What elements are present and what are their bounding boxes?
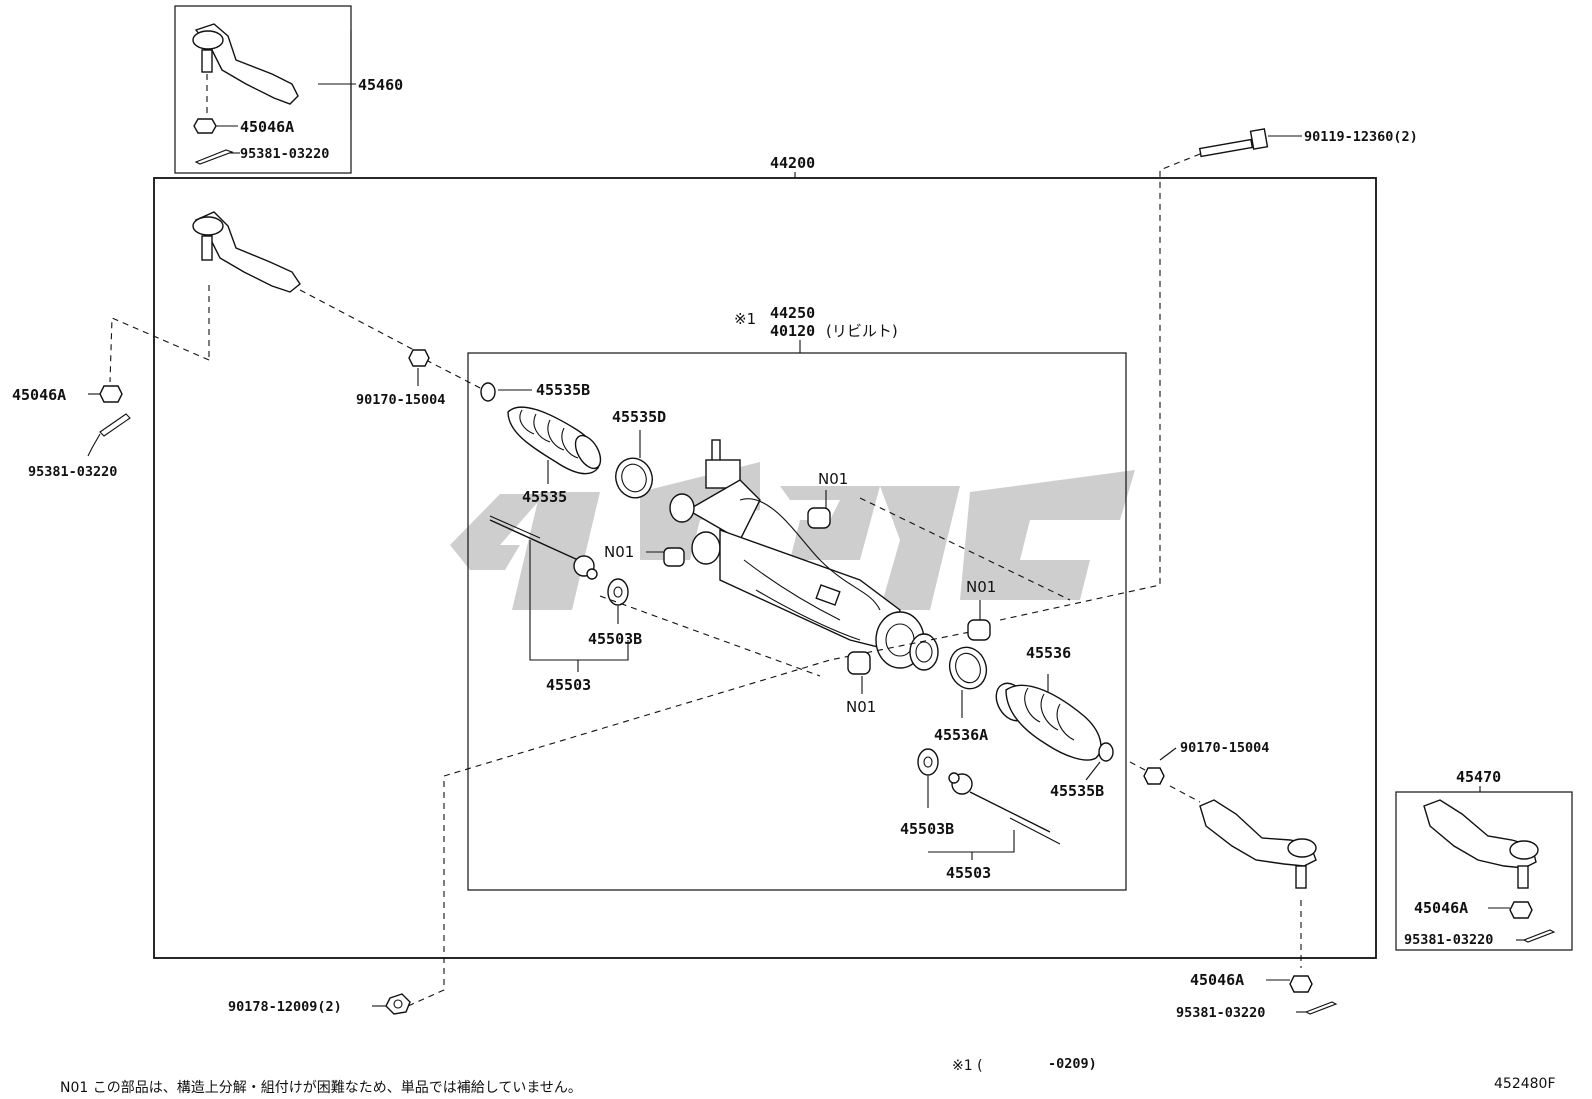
tie-rod-end-right-icon xyxy=(1199,799,1317,968)
nut-90170-left-icon xyxy=(408,349,430,386)
assembly-frame-44200 xyxy=(153,177,1377,959)
label-44250: 44250 xyxy=(770,304,815,322)
label-45535B-top: 45535B xyxy=(536,381,590,399)
footnote-range-end: -0209) xyxy=(1048,1056,1097,1072)
label-45535B-right: 45535B xyxy=(1050,782,1104,800)
label-45046A-left: 45046A xyxy=(12,386,66,404)
label-N01-top: N01 xyxy=(818,470,848,488)
bushing-N01-top-icon xyxy=(807,490,831,529)
cotter-pin-95381-top-icon xyxy=(194,149,240,165)
washer-45503B-right-icon xyxy=(917,748,939,808)
footnote-n01-note: N01 この部品は、構造上分解・組付けが困難なため、単品では補給していません。 xyxy=(60,1080,582,1096)
nut-90170-right-icon xyxy=(1143,747,1177,785)
clamp-45535B-right-icon xyxy=(1085,742,1114,781)
boot-45535-icon xyxy=(507,406,602,484)
label-45503B-right: 45503B xyxy=(900,820,954,838)
bushing-N01-bottom-icon xyxy=(847,651,871,694)
tie-rod-end-box-45470 xyxy=(1395,791,1573,951)
label-N01-right: N01 xyxy=(966,578,996,596)
label-45535D: 45535D xyxy=(612,408,666,426)
label-45535: 45535 xyxy=(522,488,567,506)
label-45046A-right: 45046A xyxy=(1190,971,1244,989)
label-N01-left: N01 xyxy=(604,543,634,561)
label-45503B-left: 45503B xyxy=(588,630,642,648)
label-90170-right: 90170-15004 xyxy=(1180,740,1269,756)
clamp-45535D-icon xyxy=(615,430,653,499)
label-44200: 44200 xyxy=(770,154,815,172)
label-95381-left: 95381-03220 xyxy=(28,464,117,480)
label-90119: 90119-12360(2) xyxy=(1304,129,1418,145)
inner-tie-rod-left-icon xyxy=(489,515,598,580)
label-90178: 90178-12009(2) xyxy=(228,999,342,1015)
bushing-N01-right-icon xyxy=(967,600,991,641)
label-44250-mark: ※1 xyxy=(734,310,756,328)
label-45536A: 45536A xyxy=(934,726,988,744)
diagram-code: 452480F xyxy=(1494,1076,1556,1092)
label-45046A-top: 45046A xyxy=(240,118,294,136)
washer-45503B-left-icon xyxy=(607,578,629,624)
nut-45046A-top-icon xyxy=(193,118,238,134)
label-45460: 45460 xyxy=(358,76,403,94)
nut-45046A-right-icon xyxy=(1266,975,1313,993)
label-95381-right-box: 95381-03220 xyxy=(1404,932,1493,948)
nut-45046A-left-icon xyxy=(88,385,123,403)
cotter-pin-95381-left-icon xyxy=(87,413,131,457)
label-40120: 40120 xyxy=(770,322,815,340)
label-45503-left: 45503 xyxy=(546,676,591,694)
steering-rack-housing-icon xyxy=(669,439,939,671)
cotter-pin-95381-right-icon xyxy=(1296,1001,1338,1015)
label-45536: 45536 xyxy=(1026,644,1071,662)
tie-rod-end-45470-icon xyxy=(1423,799,1539,889)
footnote-range-mark: ※1 ( xyxy=(952,1058,983,1074)
bushing-N01-left-icon xyxy=(646,547,685,567)
label-45046A-right-box: 45046A xyxy=(1414,899,1468,917)
bolt-90178-icon xyxy=(372,993,411,1015)
tie-rod-end-left-icon xyxy=(109,211,485,391)
nut-45046A-right-box-icon xyxy=(1488,901,1533,919)
clamp-45536A-icon xyxy=(948,646,988,718)
label-45470: 45470 xyxy=(1456,768,1501,786)
clamp-45535B-top-icon xyxy=(480,382,532,402)
cotter-pin-95381-right-box-icon xyxy=(1516,929,1556,943)
label-90170-left: 90170-15004 xyxy=(356,392,445,408)
label-95381-top: 95381-03220 xyxy=(240,146,329,162)
boot-45536-icon xyxy=(995,674,1102,761)
label-45503-right: 45503 xyxy=(946,864,991,882)
label-95381-right: 95381-03220 xyxy=(1176,1005,1265,1021)
rack-frame-44250 xyxy=(467,352,1127,891)
bolt-90119-icon xyxy=(1198,128,1302,158)
label-40120-note: (リビルト) xyxy=(826,322,898,340)
label-N01-bottom: N01 xyxy=(846,698,876,716)
tie-rod-end-45460-icon xyxy=(192,23,299,115)
inner-tie-rod-right-icon xyxy=(948,772,1061,845)
